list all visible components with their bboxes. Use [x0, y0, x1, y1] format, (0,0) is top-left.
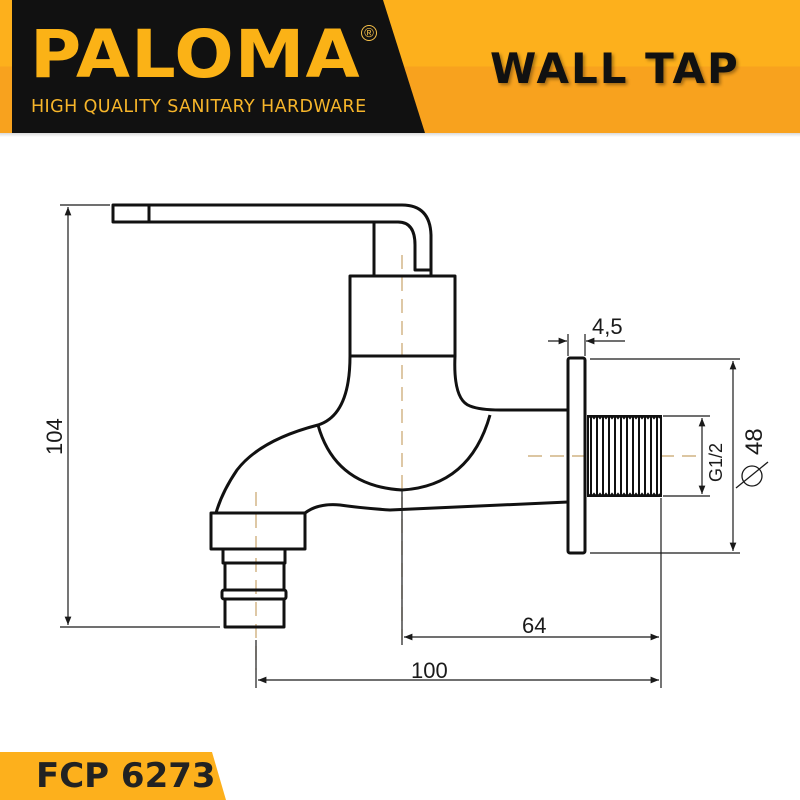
dim-diameter-label: 48 [741, 428, 768, 455]
diameter-symbol-icon [735, 461, 769, 489]
model-code: FCP 6273 [36, 756, 216, 796]
header-shadow [0, 133, 800, 137]
thread-detail [587, 415, 662, 497]
dim-overall-length-label: 100 [411, 658, 448, 683]
dim-wall-to-axis-label: 64 [522, 613, 546, 638]
dim-flange-thickness-label: 4,5 [592, 314, 623, 339]
registered-mark-icon: ® [361, 25, 377, 41]
brand-panel [12, 0, 425, 133]
product-type-title: WALL TAP [490, 44, 740, 93]
brand-tagline: HIGH QUALITY SANITARY HARDWARE [31, 97, 367, 117]
brand-logo: PALOMA [30, 16, 361, 93]
dimension-lines [60, 204, 740, 688]
dim-thread-label: G1/2 [706, 443, 726, 482]
tap-outline [111, 203, 587, 629]
dim-height-label: 104 [42, 418, 67, 455]
